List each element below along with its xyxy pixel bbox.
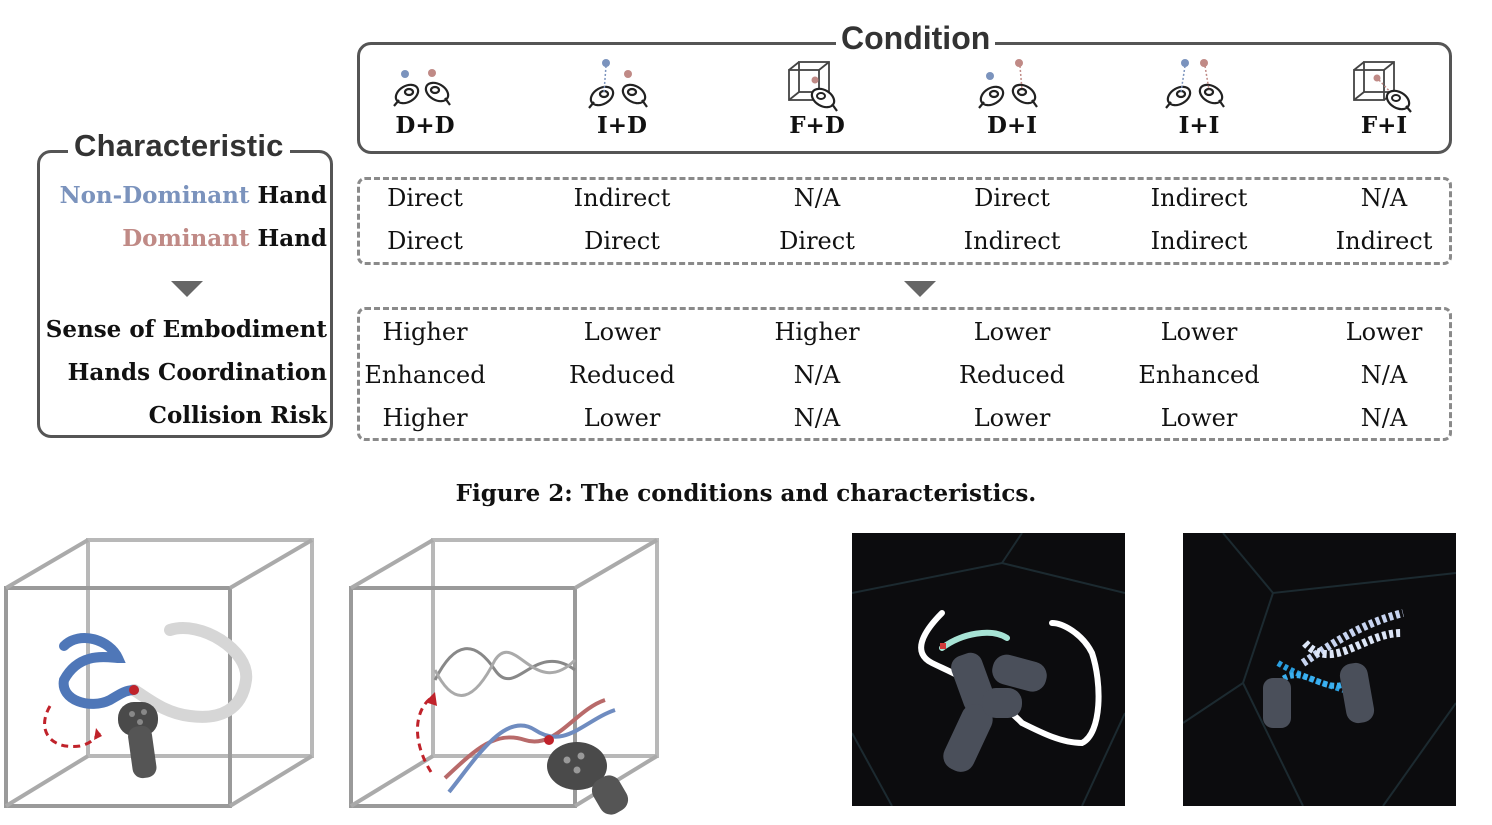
characteristics-box — [357, 307, 1452, 441]
figure-caption: Figure 2: The conditions and characteris… — [455, 480, 1037, 507]
dominant-word: Dominant — [122, 225, 250, 252]
cell-fd-dominant: Direct — [779, 227, 855, 255]
down-triangle-icon — [171, 281, 203, 297]
measure-embodiment: Sense of Embodiment — [45, 316, 327, 343]
non-dominant-hand-label: Non-Dominant Hand — [60, 182, 327, 209]
cell-fd-nondominant: N/A — [793, 184, 841, 212]
measure-coordination: Hands Coordination — [67, 359, 327, 386]
cell-di-dominant: Indirect — [963, 227, 1061, 255]
cell-dd-embodiment: Higher — [382, 318, 468, 346]
hand-mapping-box — [357, 177, 1452, 265]
cell-ii-nondominant: Indirect — [1150, 184, 1248, 212]
down-triangle-icon — [904, 281, 936, 297]
cell-id-coordination: Reduced — [568, 361, 676, 389]
cell-di-collision: Lower — [973, 404, 1051, 432]
indirect-direct-icon — [588, 59, 648, 109]
dominant-hand-label: Dominant Hand — [122, 225, 327, 252]
cell-dd-dominant: Direct — [387, 227, 463, 255]
cell-di-coordination: Reduced — [958, 361, 1066, 389]
cell-dd-coordination: Enhanced — [364, 361, 486, 389]
fixed-indirect-icon — [1353, 61, 1412, 113]
cell-ii-dominant: Indirect — [1150, 227, 1248, 255]
hand-word: Hand — [257, 225, 327, 252]
cell-id-embodiment: Lower — [583, 318, 661, 346]
cell-fi-coordination: N/A — [1360, 361, 1408, 389]
condition-title: Condition — [836, 20, 996, 57]
cell-fi-collision: N/A — [1360, 404, 1408, 432]
condition-label-di: D+I — [987, 112, 1037, 139]
condition-label-dd: D+D — [395, 112, 455, 139]
fixed-direct-icon — [788, 61, 838, 112]
cell-fi-dominant: Indirect — [1335, 227, 1433, 255]
cell-di-embodiment: Lower — [973, 318, 1051, 346]
cell-id-nondominant: Indirect — [573, 184, 671, 212]
cell-ii-coordination: Enhanced — [1138, 361, 1260, 389]
hand-word: Hand — [257, 182, 327, 209]
cell-fd-collision: N/A — [793, 404, 841, 432]
vr-curve-screenshot — [852, 533, 1125, 806]
indirect-indirect-icon — [1165, 59, 1225, 109]
cell-fd-coordination: N/A — [793, 361, 841, 389]
measure-collision: Collision Risk — [148, 402, 327, 429]
cell-dd-collision: Higher — [382, 404, 468, 432]
condition-label-id: I+D — [597, 112, 647, 139]
cell-fi-nondominant: N/A — [1360, 184, 1408, 212]
cell-id-dominant: Direct — [584, 227, 660, 255]
condition-label-fi: F+I — [1360, 112, 1408, 139]
cell-dd-nondominant: Direct — [387, 184, 463, 212]
non-dominant-word: Non-Dominant — [59, 182, 250, 209]
cube-dna-illustration — [349, 538, 659, 815]
cell-id-collision: Lower — [583, 404, 661, 432]
condition-label-fd: F+D — [789, 112, 845, 139]
cell-fd-embodiment: Higher — [774, 318, 860, 346]
cell-ii-embodiment: Lower — [1160, 318, 1238, 346]
direct-indirect-icon — [978, 59, 1038, 109]
condition-label-ii: I+I — [1178, 112, 1220, 139]
cube-curve-illustration — [4, 538, 314, 808]
cell-ii-collision: Lower — [1160, 404, 1238, 432]
condition-box — [357, 42, 1452, 154]
characteristic-title: Characteristic — [68, 128, 290, 164]
cell-di-nondominant: Direct — [974, 184, 1050, 212]
direct-direct-icon — [393, 69, 451, 107]
cell-fi-embodiment: Lower — [1345, 318, 1423, 346]
vr-dna-screenshot — [1183, 533, 1456, 806]
